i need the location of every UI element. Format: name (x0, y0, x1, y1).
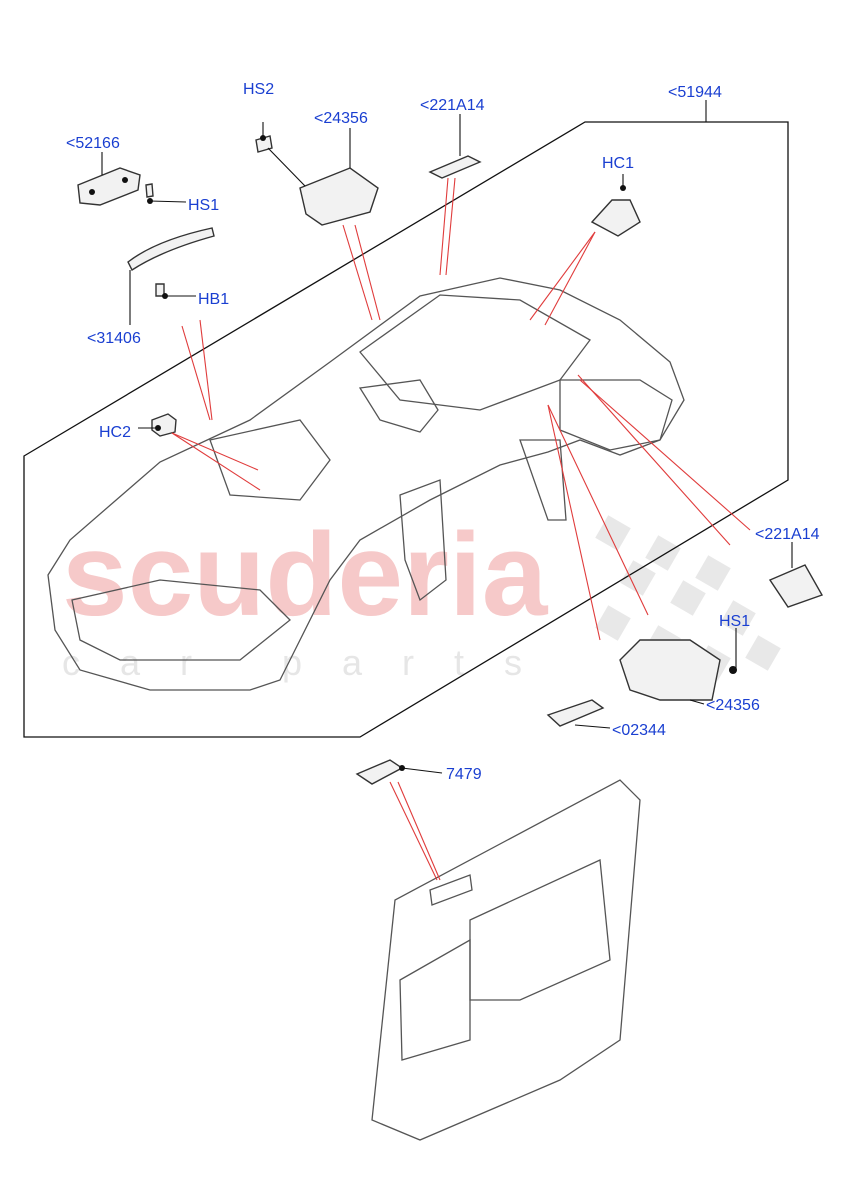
part-cover-221a14-top (428, 155, 482, 179)
part-grab-handle-31406 (127, 227, 215, 272)
callout-31406[interactable]: <31406 (87, 330, 141, 347)
callout-hc1[interactable]: HC1 (602, 155, 634, 172)
part-clip-hc2 (151, 413, 177, 437)
part-pad-7479 (355, 759, 405, 785)
callout-hs2[interactable]: HS2 (243, 81, 274, 98)
part-bracket-02344 (546, 699, 605, 727)
watermark-checker (595, 515, 781, 681)
callout-221a14-right[interactable]: <221A14 (755, 526, 820, 543)
part-bracket-52166 (77, 167, 141, 206)
callout-51944[interactable]: <51944 (668, 84, 722, 101)
callout-02344[interactable]: <02344 (612, 722, 666, 739)
callout-7479[interactable]: 7479 (446, 766, 482, 783)
callout-24356-right[interactable]: <24356 (706, 697, 760, 714)
part-cover-221a14-right (768, 564, 824, 608)
watermark: scuderia car parts (62, 509, 781, 683)
part-sunvisor-24356-right (619, 639, 737, 701)
callouts: HS2 <24356 <221A14 <51944 <52166 HS1 HC1… (66, 81, 820, 783)
group-frame (23, 121, 789, 738)
leader-lines (101, 114, 793, 881)
callout-221a14-top[interactable]: <221A14 (420, 97, 485, 114)
watermark-main: scuderia (62, 509, 549, 641)
part-bolt-hb1 (155, 283, 168, 299)
part-sunvisor-24356-top (299, 167, 379, 226)
callout-hb1[interactable]: HB1 (198, 291, 229, 308)
door-trim-panel (371, 779, 641, 1141)
part-clip-hc1 (590, 185, 641, 237)
callout-24356-top[interactable]: <24356 (314, 110, 368, 127)
callout-52166[interactable]: <52166 (66, 135, 120, 152)
callout-hs1-right[interactable]: HS1 (719, 613, 750, 630)
callout-hc2[interactable]: HC2 (99, 424, 131, 441)
callout-hs1-top[interactable]: HS1 (188, 197, 219, 214)
watermark-sub: car parts (62, 642, 562, 683)
